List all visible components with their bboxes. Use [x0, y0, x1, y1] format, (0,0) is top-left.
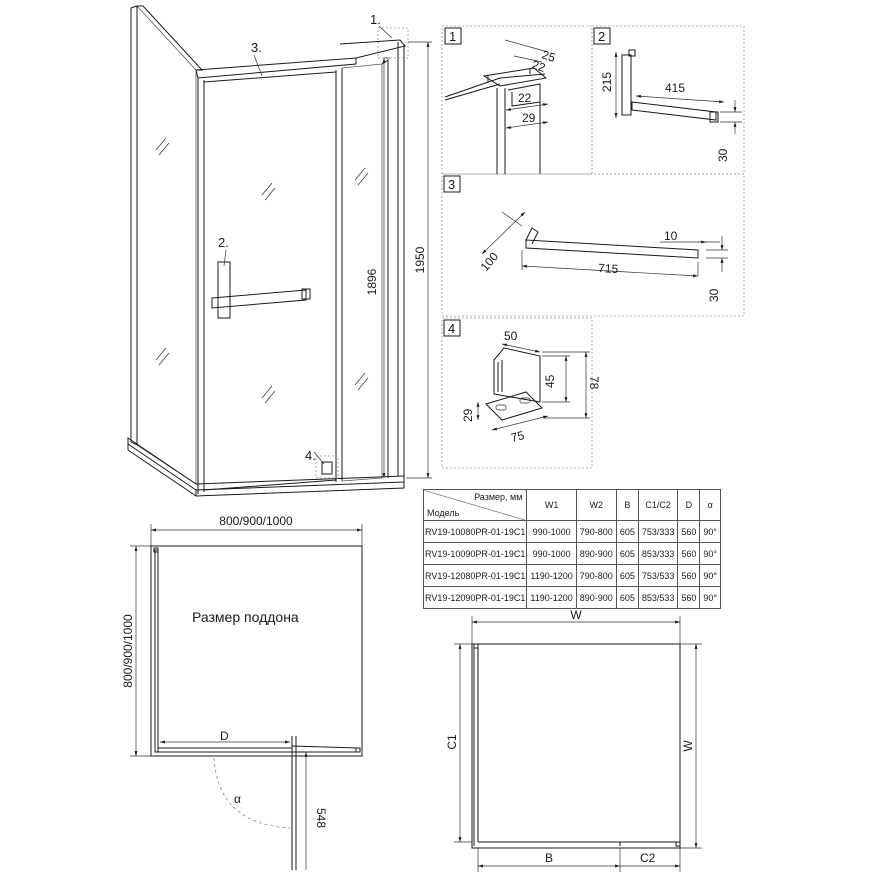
specification-table: Размер, мм Модель W1 W2 B C1/C2 D α RV19… — [422, 489, 722, 609]
column-header: B — [615, 489, 639, 521]
detail-4-dim-78: 78 — [587, 376, 601, 390]
table-cell: 790-800 — [575, 520, 617, 543]
door-angle-alpha: α — [234, 792, 241, 806]
detail-3: 3 100 10 715 30 — [441, 173, 745, 317]
detail-4-dim-45: 45 — [543, 374, 557, 388]
column-header: W2 — [575, 489, 617, 521]
callout-4: 4. — [305, 448, 316, 463]
table-cell: 90° — [699, 586, 722, 609]
table-cell: 560 — [677, 520, 701, 543]
table-cell: 890-900 — [575, 586, 617, 609]
detail-3-dim-30: 30 — [707, 288, 721, 302]
main-view-labels: 1. 3. 2. 4. — [218, 12, 381, 463]
detail-2-dim-30: 30 — [716, 148, 730, 162]
table-cell: 853/333 — [637, 542, 679, 565]
table-cell: 90° — [699, 542, 722, 565]
table-cell: 560 — [677, 564, 701, 587]
table-row: RV19-10090PR-01-19C1 990-1000 890-900 60… — [422, 542, 722, 565]
cabin-c2: C2 — [640, 851, 656, 865]
column-header: D — [677, 489, 701, 521]
detail-1-dim-29: 29 — [522, 111, 536, 125]
table-cell: 1190-1200 — [526, 564, 577, 587]
header-size-label: Размер, мм — [474, 492, 523, 502]
header-model-label: Модель — [427, 508, 460, 518]
detail-2-dim-215: 215 — [600, 72, 614, 92]
detail-2: 2 215 415 30 — [591, 25, 745, 175]
detail-1-dim-22b: 22 — [518, 91, 532, 105]
table-cell: 605 — [615, 564, 639, 587]
detail-3-dim-10: 10 — [664, 229, 678, 243]
table-cell: 890-900 — [575, 542, 617, 565]
callout-1: 1. — [370, 12, 381, 27]
cabin-b: B — [545, 851, 553, 865]
model-cell: RV19-12090PR-01-19C1 — [422, 586, 528, 609]
table-cell: 560 — [677, 586, 701, 609]
door-height-label: 1896 — [365, 268, 379, 295]
table-cell: 753/533 — [637, 564, 679, 587]
detail-1-number: 1 — [449, 29, 456, 44]
detail-1-dim-22a: 22 — [530, 58, 547, 76]
height-dimensions: 1896 1950 — [365, 41, 432, 479]
detail-1: 1 25 22 22 29 — [441, 25, 593, 175]
detail-3-dim-715: 715 — [598, 261, 619, 276]
detail-3-dim-100: 100 — [478, 249, 502, 274]
table-cell: 990-1000 — [526, 520, 577, 543]
table-cell: 605 — [615, 542, 639, 565]
table-cell: 560 — [677, 542, 701, 565]
table-cell: 853/533 — [637, 586, 679, 609]
tray-depth-label: 800/900/1000 — [121, 614, 135, 688]
table-row: RV19-12090PR-01-19C1 1190-1200 890-900 6… — [422, 586, 722, 609]
tray-plan-view: 800/900/1000 800/900/1000 D α 548 — [121, 514, 363, 870]
callout-3: 3. — [251, 40, 262, 55]
cabin-width-w-top: W — [570, 608, 582, 622]
table-cell: 753/333 — [637, 520, 679, 543]
detail-4-dim-75: 75 — [509, 428, 526, 445]
column-header: α — [699, 489, 722, 521]
callout-2: 2. — [218, 235, 229, 250]
header-diagonal-cell: Размер, мм Модель — [422, 489, 528, 521]
table-row: RV19-10080PR-01-19C1 990-1000 790-800 60… — [422, 520, 722, 543]
cabin-isometric-view — [127, 5, 409, 497]
total-height-label: 1950 — [413, 246, 427, 273]
model-cell: RV19-10080PR-01-19C1 — [422, 520, 528, 543]
model-cell: RV19-10090PR-01-19C1 — [422, 542, 528, 565]
door-swing-548: 548 — [314, 808, 328, 828]
table-cell: 1190-1200 — [526, 586, 577, 609]
detail-4-number: 4 — [448, 321, 455, 336]
table-cell: 90° — [699, 520, 722, 543]
cabin-plan-view: W W C1 B C2 — [445, 608, 702, 872]
detail-4: 4 50 45 78 29 75 — [441, 317, 601, 469]
tray-size-label: Размер поддона — [192, 609, 299, 625]
column-header: C1/C2 — [637, 489, 679, 521]
table-cell: 605 — [615, 586, 639, 609]
column-header: W1 — [526, 489, 577, 521]
table-cell: 90° — [699, 564, 722, 587]
model-cell: RV19-12080PR-01-19C1 — [422, 564, 528, 587]
detail-3-number: 3 — [448, 177, 455, 192]
table-row: RV19-12080PR-01-19C1 1190-1200 790-800 6… — [422, 564, 722, 587]
table-cell: 990-1000 — [526, 542, 577, 565]
table-header-row: Размер, мм Модель W1 W2 B C1/C2 D α — [422, 489, 722, 521]
detail-4-dim-50: 50 — [504, 329, 518, 343]
door-width-d: D — [220, 729, 229, 743]
table-cell: 790-800 — [575, 564, 617, 587]
cabin-c1: C1 — [445, 734, 459, 750]
table-cell: 605 — [615, 520, 639, 543]
detail-2-number: 2 — [598, 29, 605, 44]
detail-1-dim-25: 25 — [540, 48, 557, 66]
tray-width-label: 800/900/1000 — [219, 514, 293, 528]
detail-4-dim-29: 29 — [461, 408, 475, 422]
cabin-width-w-side: W — [681, 740, 695, 752]
detail-2-dim-415: 415 — [665, 81, 685, 95]
